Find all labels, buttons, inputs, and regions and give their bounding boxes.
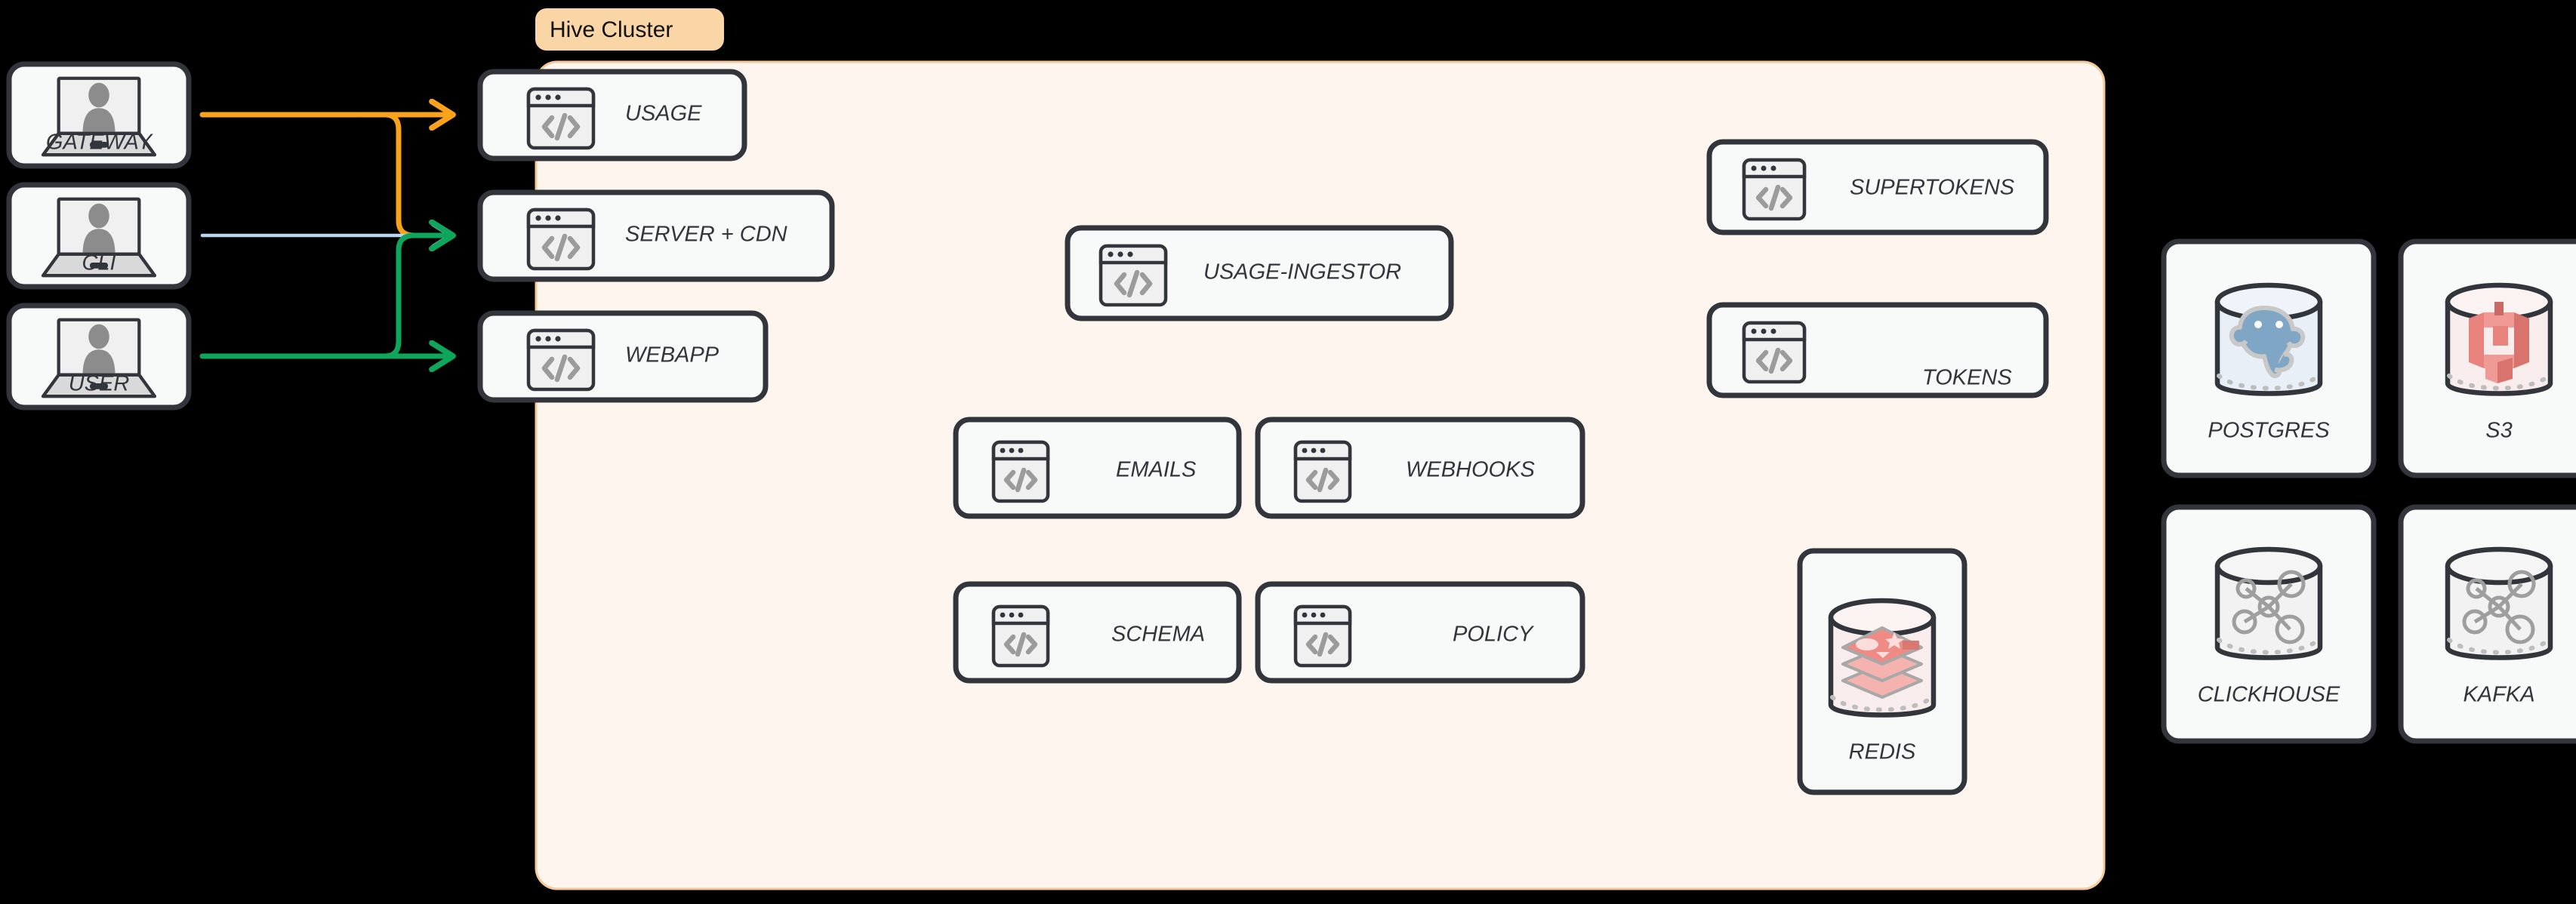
service-label: POLICY [1453, 623, 1535, 647]
service-label: TOKENS [1922, 366, 2012, 390]
service-card-usage-ingestor[interactable]: USAGE-INGESTOR [1065, 225, 1454, 321]
datastore-card-postgres[interactable]: POSTGRES [2161, 238, 2377, 478]
redis-database-icon [1828, 598, 1937, 718]
edge-user-to-server-cdn [359, 235, 453, 359]
service-card-schema[interactable]: SCHEMA [953, 581, 1242, 684]
laptop-user-icon [41, 318, 157, 398]
code-window-icon [991, 604, 1050, 668]
graph-database-icon [2214, 546, 2323, 660]
service-card-server-cdn[interactable]: SERVER + CDN [477, 189, 835, 282]
service-card-usage[interactable]: USAGE [477, 69, 747, 161]
s3-database-icon [2445, 282, 2553, 396]
service-card-webapp[interactable]: WEBAPP [477, 310, 769, 403]
code-window-icon [526, 87, 596, 150]
service-card-tokens[interactable]: TOKENS [1706, 302, 2049, 398]
service-card-webhooks[interactable]: WEBHOOKS [1255, 417, 1585, 519]
hive-cluster-tag-label: Hive Cluster [550, 17, 673, 42]
service-label: WEBAPP [625, 343, 719, 367]
datastore-card-kafka[interactable]: KAFKA [2398, 504, 2576, 744]
code-window-icon [526, 328, 596, 392]
service-card-supertokens[interactable]: SUPERTOKENS [1706, 139, 2049, 235]
postgres-database-icon [2214, 282, 2323, 396]
code-window-icon [1098, 244, 1168, 307]
client-card-cli[interactable]: CLI [6, 182, 192, 290]
datastore-label: CLICKHOUSE [2198, 683, 2340, 707]
service-label: USAGE-INGESTOR [1203, 260, 1401, 284]
code-window-icon [526, 208, 596, 271]
card-background [477, 310, 769, 403]
client-label: GATEWAY [46, 131, 154, 155]
client-card-user[interactable]: USER [6, 303, 192, 410]
datastore-card-redis[interactable]: REDIS [1797, 548, 1967, 795]
service-card-emails[interactable]: EMAILS [953, 417, 1242, 519]
service-label: USAGE [625, 102, 702, 126]
code-window-icon [1293, 604, 1352, 668]
service-label: SERVER + CDN [625, 223, 787, 247]
laptop-user-icon [41, 76, 157, 157]
datastore-label: S3 [2485, 419, 2512, 443]
code-window-icon [1742, 158, 1807, 221]
service-label: SUPERTOKENS [1850, 176, 2015, 200]
datastore-label: KAFKA [2463, 683, 2534, 707]
client-card-gateway[interactable]: GATEWAY [6, 61, 192, 169]
service-label: EMAILS [1116, 458, 1197, 482]
service-label: SCHEMA [1111, 623, 1205, 647]
datastore-label: POSTGRES [2208, 419, 2330, 443]
card-background [477, 69, 747, 161]
code-window-icon [1293, 440, 1352, 503]
code-window-icon [1742, 321, 1807, 384]
service-card-policy[interactable]: POLICY [1255, 581, 1585, 684]
graph-database-icon [2445, 546, 2553, 660]
laptop-user-icon [41, 197, 157, 278]
hive-cluster-tag [535, 8, 724, 51]
code-window-icon [991, 440, 1050, 503]
datastore-card-clickhouse[interactable]: CLICKHOUSE [2161, 504, 2377, 744]
datastore-card-s3[interactable]: S3 [2398, 238, 2576, 478]
datastore-label: REDIS [1849, 740, 1916, 764]
service-label: WEBHOOKS [1406, 458, 1535, 482]
client-label: USER [69, 372, 130, 396]
client-label: CLI [82, 251, 116, 275]
